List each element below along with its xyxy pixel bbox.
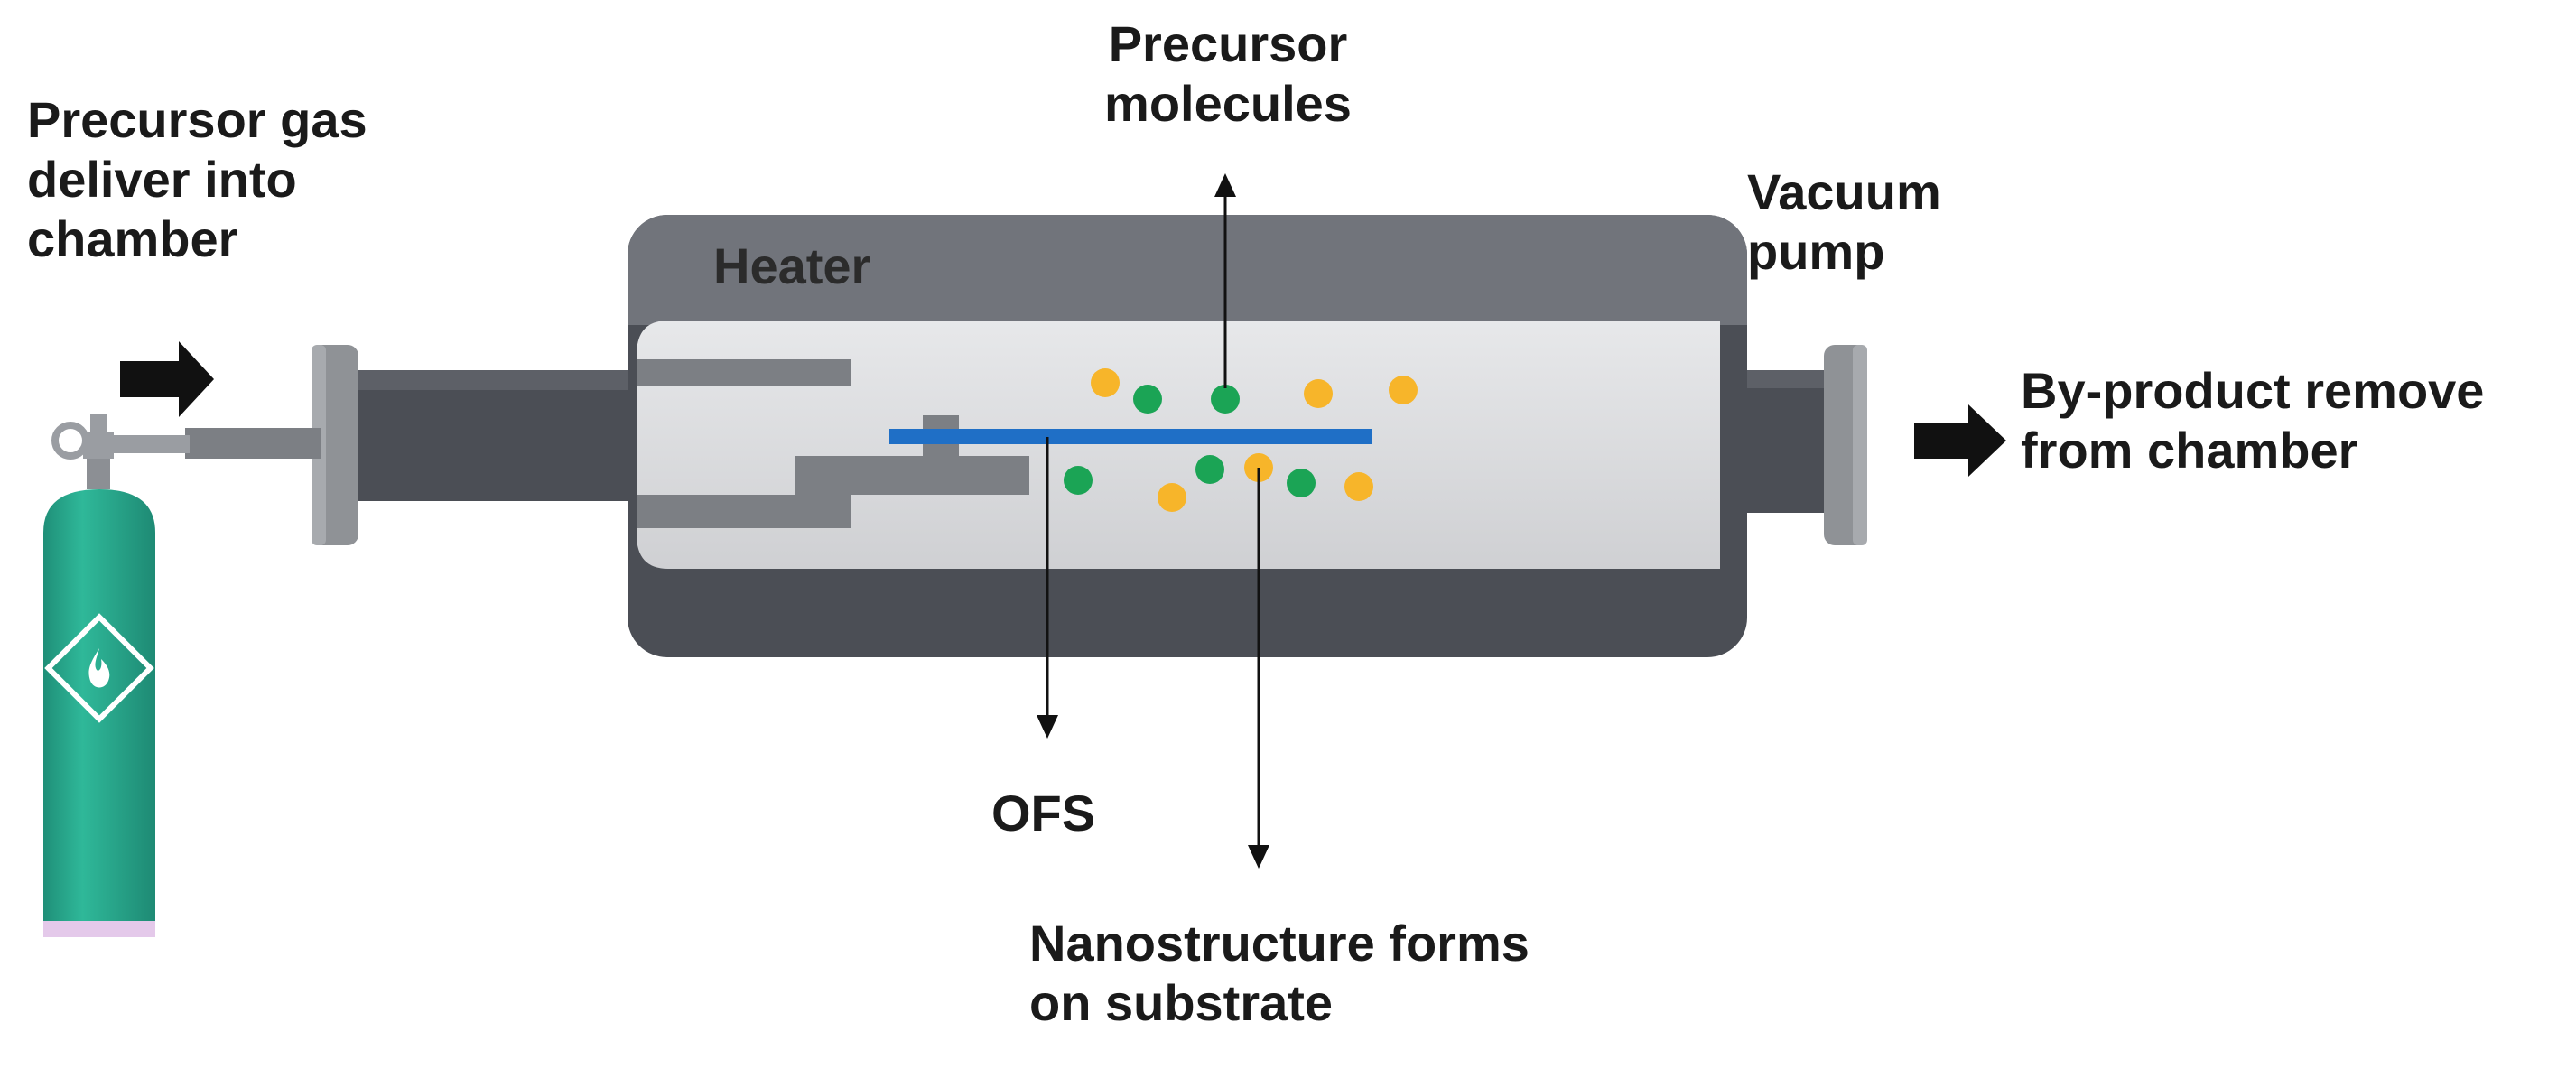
vacuum-pump-label: Vacuum pump [1747,163,1941,282]
ofs-text: OFS [991,785,1096,841]
gas-inlet-line-3: chamber [27,210,238,267]
molecule-yellow [1389,376,1418,404]
gas-inlet-label: Precursor gas deliver into chamber [27,90,367,269]
precursor-molecules [1064,368,1418,512]
substrate-ofs [889,429,1372,444]
flame-icon [44,613,154,723]
right-arrow-icon [120,341,214,417]
outlet-flange [1824,345,1867,545]
ofs-label: OFS [991,784,1095,843]
gas-cylinder-icon [43,414,190,937]
nanostructure-line-2: on substrate [1029,974,1334,1031]
nanostructure-label: Nanostructure forms on substrate [1029,914,1530,1033]
nanostructure-line-1: Nanostructure forms [1029,915,1530,971]
annotation-lines [1037,173,1269,869]
gas-feed-line [185,428,321,459]
byproduct-label: By-product remove from chamber [2021,361,2484,480]
molecule-green [1064,466,1093,495]
precursor-line-1: Precursor [1108,15,1348,72]
inlet-tube [343,370,650,501]
precursor-molecules-label: Precursor molecules [1083,14,1372,134]
molecule-yellow [1304,379,1333,408]
right-arrow-icon [1914,404,2006,477]
molecule-green [1211,385,1240,414]
molecule-green [1287,469,1316,497]
vacuum-line-2: pump [1747,223,1885,280]
valve-icon [51,414,190,489]
molecule-yellow [1158,483,1186,512]
heater-text: Heater [713,237,871,294]
heater-chamber [628,215,1747,657]
molecule-green [1195,455,1224,484]
molecule-yellow [1344,472,1373,501]
gas-inlet-line-1: Precursor gas [27,91,367,148]
gas-inlet-line-2: deliver into [27,151,297,208]
molecule-yellow [1091,368,1120,397]
vacuum-line-1: Vacuum [1747,163,1941,220]
molecule-green [1133,385,1162,414]
chamber-interior [637,321,1720,569]
byproduct-line-2: from chamber [2021,422,2358,479]
precursor-line-2: molecules [1104,75,1352,132]
byproduct-line-1: By-product remove [2021,362,2485,419]
heater-label: Heater [713,237,870,296]
